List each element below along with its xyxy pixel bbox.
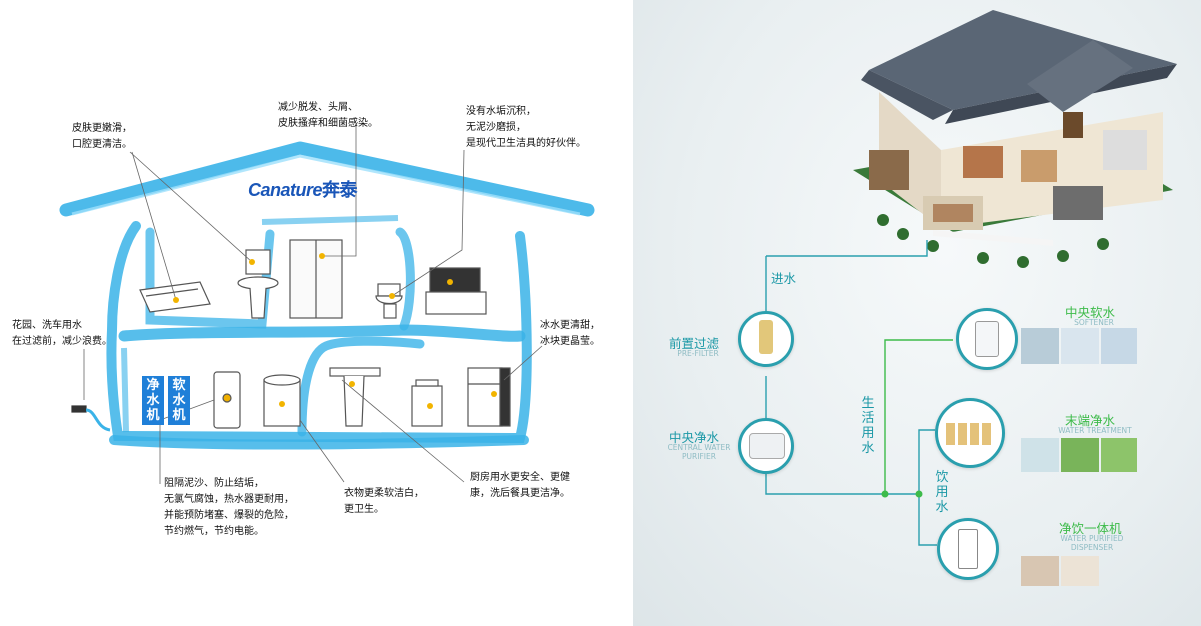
dishwasher-sketch — [411, 379, 443, 427]
washbasin-sketch — [237, 249, 279, 319]
right-panel-water-system: 进水 前置过滤 PRE-FILTER 中央净水 CENTRAL WATER PU… — [633, 0, 1201, 626]
softener-device-icon — [956, 308, 1018, 370]
brand-logo: Canature奔泰 — [248, 180, 358, 200]
left-panel-house-illustration: Canature奔泰 净水机 软水机 皮肤更嫩滑， 口腔更清洁。 减少脱发、头屑… — [12, 102, 600, 537]
softener-label-cn: 中央软水 — [1065, 305, 1116, 320]
central-purifier-label-en: CENTRAL WATER PURIFIER — [667, 443, 731, 461]
dispenser-label-cn: 净饮一体机 — [1059, 521, 1122, 536]
water-treatment-label-cn: 末端净水 — [1065, 413, 1116, 428]
softener-thumbnails — [1021, 328, 1137, 364]
central-purifier-label-cn: 中央净水 — [669, 430, 720, 445]
water-treatment-device-icon — [935, 398, 1005, 468]
note-scale: 没有水垢沉积， 无泥沙磨损， 是现代卫生洁具的好伙伴。 — [466, 106, 586, 149]
softener-tag: 软水机 — [168, 376, 190, 425]
bed-sketch — [425, 267, 487, 315]
note-hair: 减少脱发、头屑、 皮肤搔痒和细菌感染。 — [278, 102, 378, 129]
washing-machine-sketch — [263, 374, 301, 427]
pipe-lines — [765, 240, 953, 546]
junction-dot-1 — [881, 490, 889, 498]
note-kitchen: 厨房用水更安全、更健 康，洗后餐具更洁净。 — [470, 472, 570, 499]
water-treatment-label-en: WATER TREATMENT — [1058, 426, 1132, 435]
toilet-sketch — [375, 283, 403, 319]
ground-stroke — [109, 435, 529, 450]
shower-cabin-sketch — [289, 239, 343, 319]
house-illustration — [853, 10, 1177, 268]
kitchen-sink-sketch — [329, 367, 381, 427]
note-ice: 冰水更清甜， 冰块更晶莹。 — [540, 320, 600, 347]
note-heater: 阻隔泥沙、防止结垢， 无氯气腐蚀，热水器更耐用， 并能预防堵塞、爆裂的危险， 节… — [164, 478, 294, 537]
dispenser-device-icon — [937, 518, 999, 580]
refrigerator-sketch — [467, 367, 511, 427]
central-purifier-device-icon — [738, 418, 794, 474]
life-water-label: 生活用水 — [861, 396, 875, 456]
softener-label-en: SOFTENER — [1074, 318, 1114, 327]
purifier-tag: 净水机 — [142, 376, 164, 425]
water-heater-sketch — [213, 371, 241, 429]
prefilter-device-icon — [738, 311, 794, 367]
dispenser-label-en: WATER PURIFIED DISPENSER — [1060, 534, 1124, 552]
indicator-dots — [173, 253, 497, 409]
garden-faucet-sketch — [71, 405, 111, 432]
prefilter-label-en: PRE-FILTER — [677, 349, 719, 358]
house-outline-drawing — [59, 124, 595, 484]
water-treatment-thumbnails — [1021, 438, 1137, 472]
water-system-drawing — [765, 10, 1177, 586]
prefilter-label-cn: 前置过滤 — [669, 336, 720, 351]
note-skin: 皮肤更嫩滑， 口腔更清洁。 — [72, 123, 132, 150]
dispenser-thumbnails — [1021, 556, 1099, 586]
note-laundry: 衣物更柔软洁白， 更卫生。 — [344, 488, 424, 515]
outer-wall-stroke — [106, 221, 532, 444]
middle-floor-stroke — [118, 324, 526, 342]
inlet-label: 进水 — [771, 271, 797, 286]
drink-water-label: 饮用水 — [935, 470, 949, 515]
leader-lines — [83, 124, 543, 484]
roof-stroke — [59, 141, 595, 217]
note-garden: 花园、洗车用水 在过滤前，减少浪费。 — [12, 320, 112, 347]
junction-dot-2 — [915, 490, 923, 498]
